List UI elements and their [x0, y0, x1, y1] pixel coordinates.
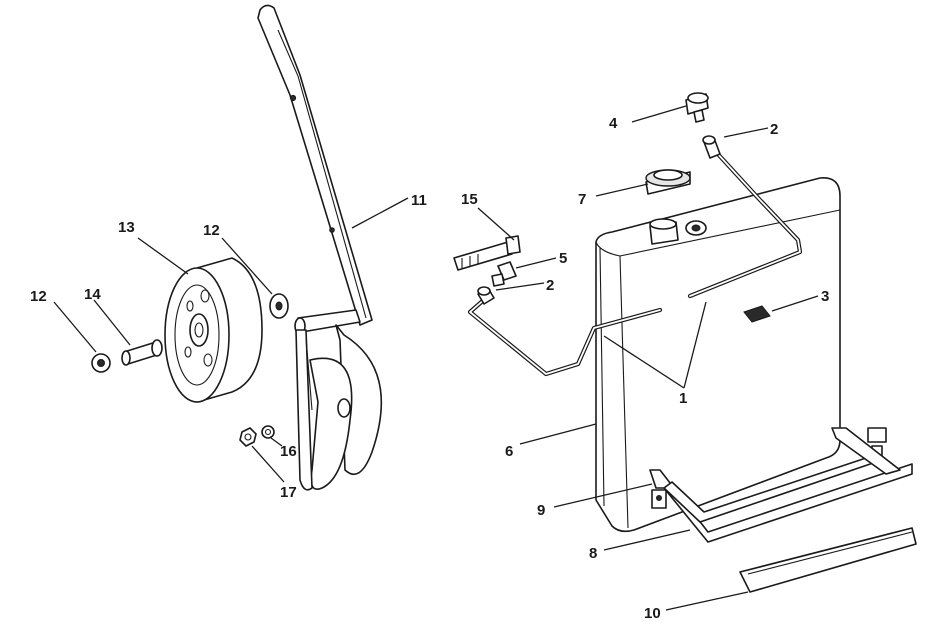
callout-13: 13 [118, 219, 135, 236]
callout-9: 9 [537, 502, 545, 519]
axle-pin [121, 339, 163, 366]
callout-12-left: 12 [30, 288, 47, 305]
fitting-nut-lower [477, 286, 495, 305]
callout-labels: 1 2 2 3 4 5 6 7 8 9 10 11 12 12 13 14 15… [30, 115, 829, 622]
nut [239, 427, 257, 447]
callout-4: 4 [609, 115, 618, 132]
washer-right [269, 293, 289, 319]
callout-3: 3 [821, 288, 829, 305]
rubber-pad [739, 527, 917, 593]
fitting-nut-upper [702, 135, 721, 159]
callout-15: 15 [461, 191, 478, 208]
clip [743, 305, 771, 323]
shutoff-valve [685, 92, 709, 123]
callout-1: 1 [679, 390, 687, 407]
elbow-fitting [491, 261, 517, 287]
callout-6: 6 [505, 443, 513, 460]
lever-arm [257, 4, 373, 326]
callout-2-upper: 2 [770, 121, 778, 138]
mounting-bolt [453, 235, 521, 271]
mounting-frame [649, 427, 913, 543]
callout-11: 11 [411, 192, 427, 209]
lock-washer [261, 425, 275, 439]
callout-5: 5 [559, 250, 567, 267]
cutter-disks [295, 324, 383, 491]
callout-12-right: 12 [203, 222, 220, 239]
filler-cap [645, 169, 691, 195]
spacer-left [91, 353, 111, 373]
fuel-line-lower [467, 295, 663, 377]
callout-14: 14 [84, 286, 101, 303]
callout-7: 7 [578, 191, 586, 208]
leader-lines [53, 105, 819, 611]
filler-neck [649, 218, 707, 245]
callout-10: 10 [644, 605, 661, 622]
callout-8: 8 [589, 545, 597, 562]
callout-17: 17 [280, 484, 297, 501]
wheel [164, 257, 263, 403]
callout-16: 16 [280, 443, 297, 460]
callout-2-lower: 2 [546, 277, 554, 294]
fuel-line-upper [687, 149, 803, 299]
